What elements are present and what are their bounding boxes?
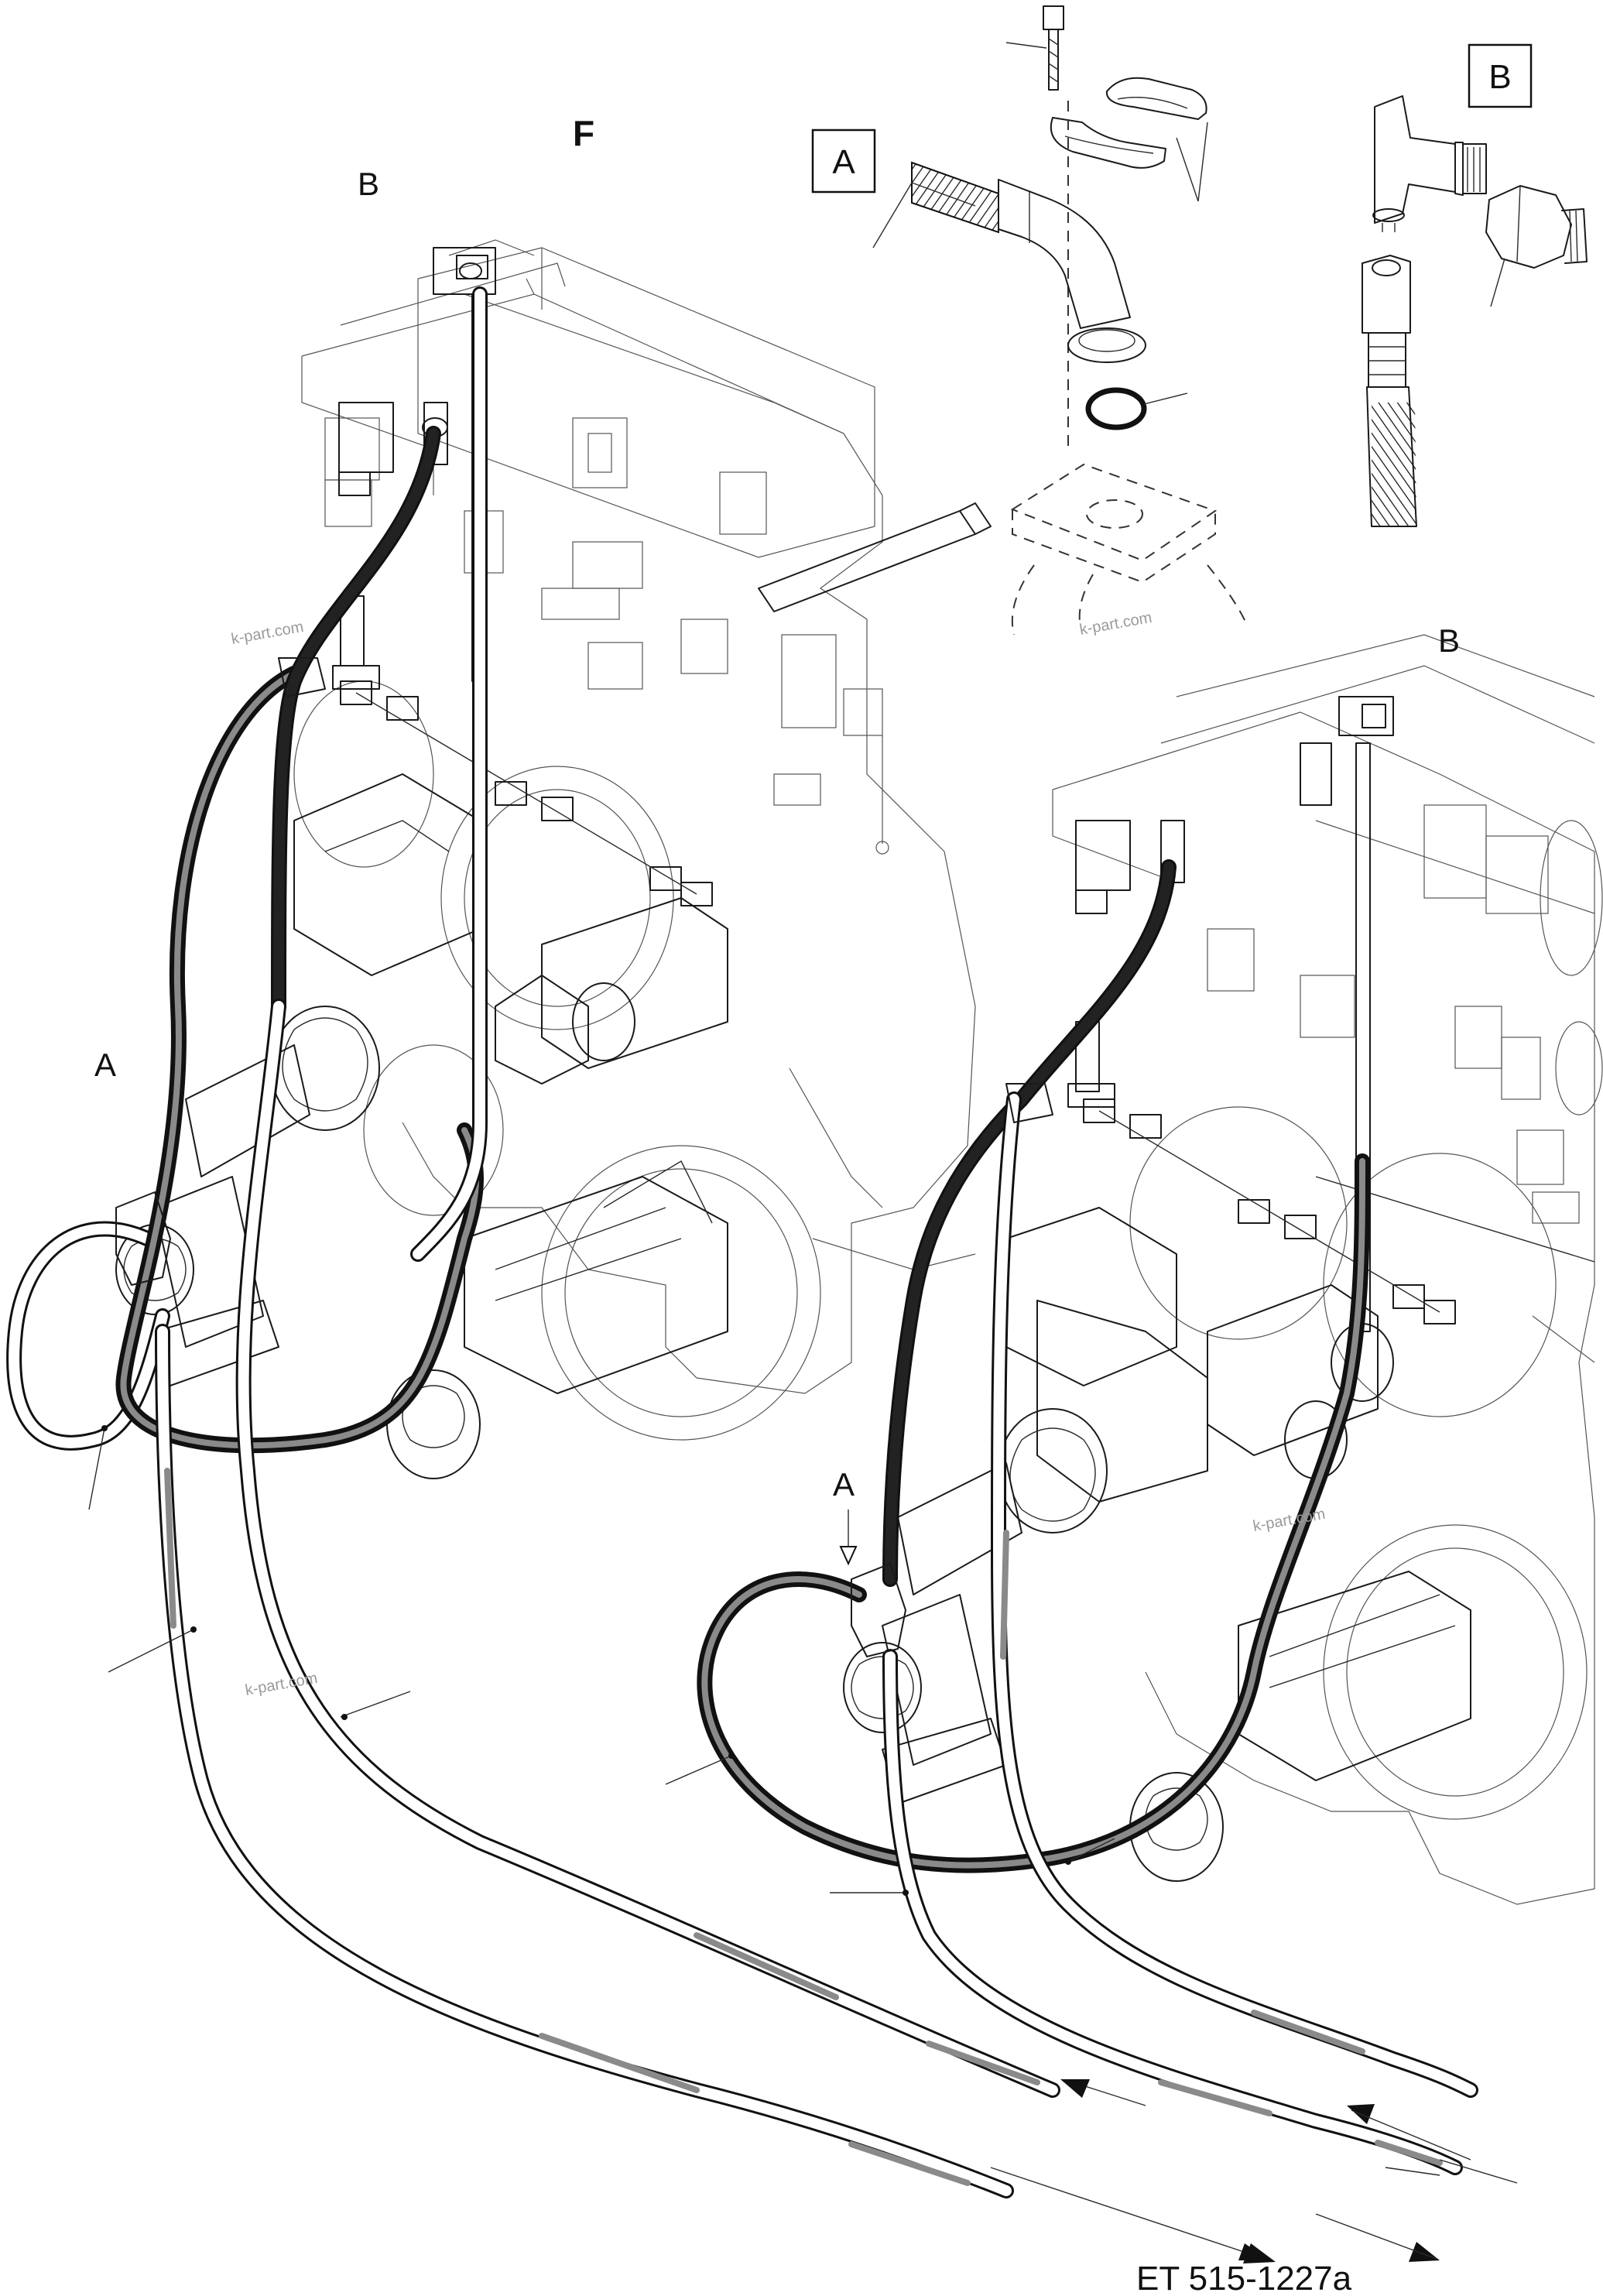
right-upper-manifold — [1067, 696, 1394, 1332]
split-flange-clamp — [1050, 77, 1208, 202]
right-control-valves — [1207, 804, 1603, 1224]
detail-a-flange-connection: A — [811, 5, 1248, 636]
elbow-adapter — [1372, 95, 1487, 232]
watermark-3: k-part.com — [1252, 1506, 1327, 1535]
right-transmission-housing — [843, 634, 1603, 1905]
orientation-mark: F — [573, 113, 594, 153]
view-labels: B B A A F — [94, 113, 1460, 1503]
flow-direction-arrows — [839, 1510, 1518, 2263]
detail-b-elbow-fitting: B — [1362, 43, 1588, 527]
o-ring — [1085, 387, 1188, 430]
svg-text:A: A — [832, 143, 855, 181]
arrow-in-left — [1060, 2079, 1090, 2098]
detail-b-hose-end — [1362, 255, 1417, 527]
right-gear-covers — [1129, 1106, 1595, 1820]
leader-lines — [88, 182, 1115, 1896]
detail-a-box-label: A — [811, 129, 876, 194]
drawing-reference-number: ET 515-1227a — [1136, 2260, 1352, 2296]
left-gear-covers — [293, 680, 976, 1441]
detail-b-box-label: B — [1468, 43, 1533, 108]
watermarks: k-part.com k-part.com k-part.com k-part.… — [230, 609, 1327, 1699]
hose-plug-nut — [1485, 185, 1588, 307]
arrow-view-a — [839, 1546, 858, 1566]
watermark-2: k-part.com — [1078, 609, 1153, 639]
arrow-out-right — [1409, 2242, 1440, 2262]
flange-hose-end — [911, 161, 1146, 363]
right-pump-units — [843, 1207, 1471, 1882]
svg-text:B: B — [1488, 58, 1511, 96]
view-label-a-left: A — [94, 1047, 116, 1083]
left-hose-routing — [6, 286, 1060, 2198]
view-label-b-right: B — [1438, 622, 1460, 659]
view-label-b-top: B — [358, 166, 379, 202]
watermark-1: k-part.com — [230, 619, 305, 648]
view-label-a-right: A — [833, 1466, 855, 1503]
right-hose-routing — [697, 859, 1478, 2175]
left-upper-manifold — [332, 247, 496, 690]
port-face-outline — [1010, 463, 1248, 636]
arrow-out-left — [1243, 2243, 1276, 2263]
left-control-valves — [324, 417, 889, 855]
left-tee-fittings — [340, 680, 713, 906]
socket-head-screw — [1005, 5, 1064, 91]
